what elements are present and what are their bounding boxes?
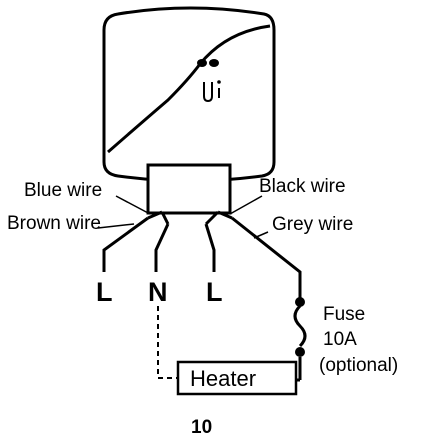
blue-wire [154, 223, 170, 272]
heater-label: Heater [190, 366, 256, 391]
fuse-label-line3: (optional) [319, 355, 398, 376]
black-wire [204, 223, 216, 272]
neutral-dashed-connection [157, 306, 178, 379]
controller-face-curve [107, 24, 271, 154]
left-wire-bundle [102, 210, 170, 272]
fuse-terminal-bottom [295, 347, 305, 357]
droplet-icon [203, 82, 213, 103]
black-wire-label: Black wire [259, 176, 346, 197]
terminal-l-left-label: L [96, 277, 113, 307]
terminal-n-label: N [148, 277, 168, 307]
page-number: 10 [191, 417, 212, 438]
grey-wire [231, 216, 302, 298]
grey-wire-label: Grey wire [272, 214, 353, 235]
indicator-dot-right [209, 59, 219, 67]
fuse-element [293, 304, 307, 348]
heater-box [176, 360, 298, 396]
fuse-label-line1: Fuse [323, 304, 365, 325]
cable-neck [146, 163, 232, 215]
fuse-label-line2: 10A [323, 329, 357, 350]
terminal-l-right-label: L [206, 277, 223, 307]
info-icon-dot [217, 80, 221, 84]
label-leaders [97, 195, 269, 239]
fuse-symbol [293, 297, 307, 380]
blue-wire-label: Blue wire [24, 180, 102, 201]
controller-unit [102, 6, 276, 183]
controller-body [102, 6, 276, 183]
fuse-terminal-top [295, 297, 305, 307]
right-wire-bundle [204, 210, 302, 298]
brown-wire [102, 216, 149, 272]
brown-wire-label: Brown wire [7, 213, 101, 234]
indicator-dot-left [197, 59, 207, 67]
